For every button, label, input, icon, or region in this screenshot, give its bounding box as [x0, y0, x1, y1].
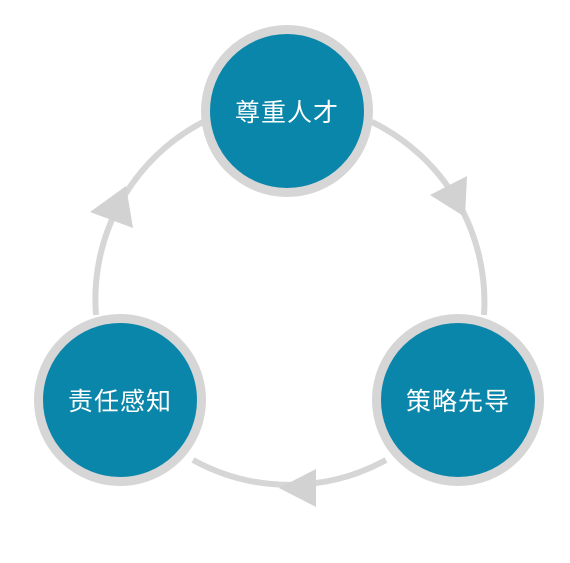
node-label: 尊重人才 — [234, 98, 339, 127]
node-label: 责任感知 — [67, 387, 172, 416]
node-respect-talent: 尊重人才 — [201, 25, 373, 197]
arrow-right-to-left — [279, 469, 316, 507]
ring-arc-right-left — [191, 457, 388, 488]
node-strategy-first: 策略先导 — [372, 314, 544, 486]
node-responsibility: 责任感知 — [34, 314, 206, 486]
arrow-left-to-top — [90, 186, 133, 228]
node-label: 策略先导 — [405, 387, 510, 416]
ring-arc-top-right — [370, 119, 488, 316]
arrow-top-to-right — [430, 176, 467, 217]
